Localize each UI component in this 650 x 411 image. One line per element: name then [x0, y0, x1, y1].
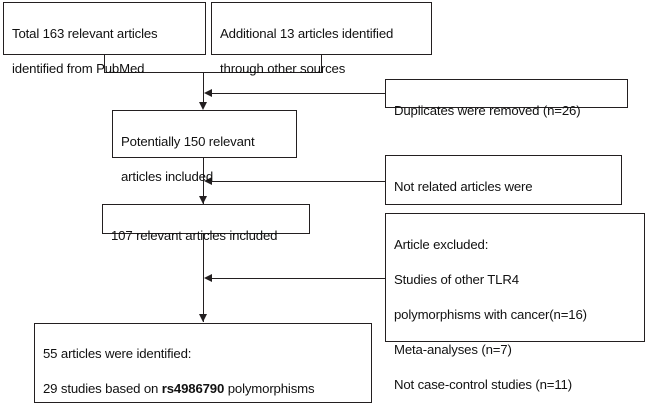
final-line-2-snp: rs4986790 — [161, 380, 225, 396]
article-excluded-line-1: Article excluded: — [394, 236, 489, 252]
node-article-excluded: Article excluded: Studies of other TLR4 … — [385, 213, 645, 392]
source-other-line-1: Additional 13 articles identified — [220, 25, 394, 41]
connector-potentially-to-107 — [203, 158, 204, 205]
final-identified-line-2: 29 studies based on rs4986790 polymorphi… — [43, 380, 364, 398]
article-excluded-line-5: Not case-control studies (n=11) — [394, 377, 572, 393]
connector-sources-to-potentially — [203, 72, 204, 103]
source-pubmed-line-1: Total 163 relevant articles — [12, 25, 158, 41]
node-relevant-included: 107 relevant articles included — [102, 204, 310, 243]
arrowhead-not-related — [204, 177, 212, 185]
connector-pubmed-stub — [104, 55, 105, 72]
node-final-identified: 55 articles were identified: 29 studies … — [34, 323, 372, 403]
potentially-relevant-line-2: articles included — [121, 168, 214, 184]
relevant-included-line-1: 107 relevant articles included — [111, 227, 278, 243]
node-source-pubmed: Total 163 relevant articles identified f… — [3, 2, 206, 76]
arrowhead-duplicates — [204, 89, 212, 97]
final-line-2-suffix: polymorphisms — [224, 380, 315, 396]
arrowhead-to-107 — [199, 196, 207, 204]
not-related-excluded-line-1: Not related articles were — [394, 178, 533, 194]
arrowhead-article-excluded — [204, 274, 212, 282]
potentially-relevant-line-1: Potentially 150 relevant — [121, 133, 255, 149]
connector-article-excluded-arrow-line — [212, 278, 385, 279]
article-excluded-line-3: polymorphisms with cancer(n=16) — [394, 306, 587, 322]
source-pubmed-line-2: identified from PubMed — [12, 60, 145, 76]
arrowhead-to-potentially — [199, 102, 207, 110]
connector-sources-bar — [104, 72, 322, 73]
final-line-2-prefix: 29 studies based on — [43, 380, 162, 396]
connector-duplicates-arrow-line — [212, 93, 385, 94]
duplicates-removed-line-1: Duplicates were removed (n=26) — [394, 102, 581, 118]
node-not-related-excluded: Not related articles were excluded (n=43… — [385, 155, 622, 229]
connector-not-related-arrow-line — [212, 181, 385, 182]
connector-other-stub — [321, 55, 322, 72]
source-other-line-2: through other sources — [220, 60, 346, 76]
article-excluded-line-2: Studies of other TLR4 — [394, 271, 519, 287]
node-potentially-relevant: Potentially 150 relevant articles includ… — [112, 110, 297, 184]
final-identified-line-1: 55 articles were identified: — [43, 345, 192, 361]
article-excluded-line-4: Meta-analyses (n=7) — [394, 342, 512, 358]
arrowhead-to-final — [199, 314, 207, 322]
node-duplicates-removed: Duplicates were removed (n=26) — [385, 79, 628, 118]
node-source-other: Additional 13 articles identified throug… — [211, 2, 432, 76]
connector-107-to-final — [203, 234, 204, 322]
